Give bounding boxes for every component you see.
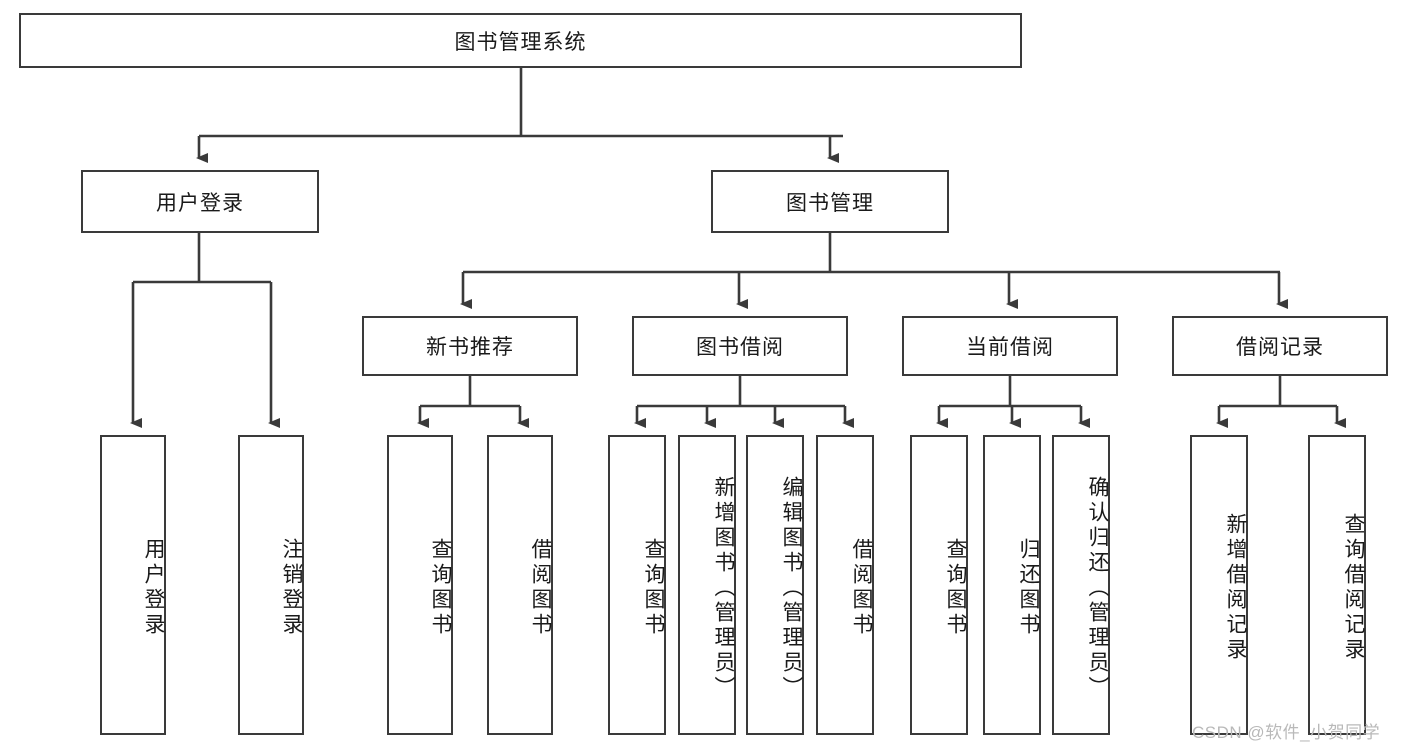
node-label: 查询图书 — [429, 538, 452, 638]
leaf-return-book[interactable]: 归还图书 — [983, 435, 1041, 735]
node-label: 当前借阅 — [966, 336, 1054, 359]
node-label: 归还图书 — [1017, 538, 1040, 638]
node-borrow-record[interactable]: 借阅记录 — [1172, 316, 1388, 376]
leaf-edit-book-admin[interactable]: 编辑图书（管理员） — [746, 435, 804, 735]
node-new-book-recommend[interactable]: 新书推荐 — [362, 316, 578, 376]
leaf-query-borrow-record[interactable]: 查询借阅记录 — [1308, 435, 1366, 735]
node-label: 注销登录 — [280, 538, 303, 638]
node-label: 编辑图书（管理员） — [780, 475, 803, 701]
leaf-borrow-book-recommend[interactable]: 借阅图书 — [487, 435, 553, 735]
node-label: 新增图书（管理员） — [712, 475, 735, 701]
leaf-query-book-current[interactable]: 查询图书 — [910, 435, 968, 735]
node-label: 确认归还（管理员） — [1086, 475, 1109, 701]
node-label: 图书借阅 — [696, 336, 784, 359]
node-label: 查询图书 — [944, 538, 967, 638]
leaf-query-book-recommend[interactable]: 查询图书 — [387, 435, 453, 735]
node-label: 新增借阅记录 — [1224, 513, 1247, 663]
node-current-borrow[interactable]: 当前借阅 — [902, 316, 1118, 376]
leaf-borrow-book[interactable]: 借阅图书 — [816, 435, 874, 735]
node-book-management[interactable]: 图书管理 — [711, 170, 949, 233]
leaf-confirm-return-admin[interactable]: 确认归还（管理员） — [1052, 435, 1110, 735]
node-label: 借阅图书 — [850, 538, 873, 638]
node-book-borrow[interactable]: 图书借阅 — [632, 316, 848, 376]
node-label: 用户登录 — [156, 191, 244, 215]
leaf-user-login[interactable]: 用户登录 — [100, 435, 166, 735]
node-root[interactable]: 图书管理系统 — [19, 13, 1022, 68]
leaf-query-book-borrow[interactable]: 查询图书 — [608, 435, 666, 735]
node-label: 新书推荐 — [426, 336, 514, 359]
node-label: 借阅图书 — [529, 538, 552, 638]
leaf-add-book-admin[interactable]: 新增图书（管理员） — [678, 435, 736, 735]
leaf-user-logout[interactable]: 注销登录 — [238, 435, 304, 735]
node-label: 用户登录 — [142, 538, 165, 638]
node-label: 借阅记录 — [1236, 336, 1324, 359]
csdn-watermark: CSDN @软件_小贺同学 — [1192, 723, 1381, 742]
leaf-add-borrow-record[interactable]: 新增借阅记录 — [1190, 435, 1248, 735]
node-label: 图书管理系统 — [454, 30, 587, 54]
node-label: 查询借阅记录 — [1342, 513, 1365, 663]
node-label: 图书管理 — [786, 191, 874, 215]
node-user-login[interactable]: 用户登录 — [81, 170, 319, 233]
node-label: 查询图书 — [642, 538, 665, 638]
